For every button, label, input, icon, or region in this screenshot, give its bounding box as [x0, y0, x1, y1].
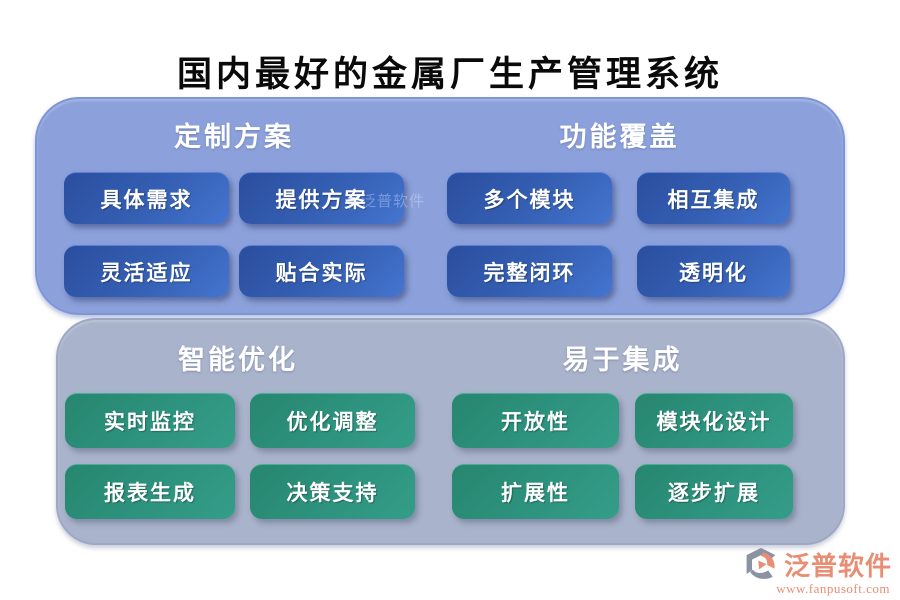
- feature-label-optimize-adjust: 优化调整: [250, 393, 415, 448]
- feature-label-multi-modules: 多个模块: [447, 172, 612, 224]
- page-title: 国内最好的金属厂生产管理系统: [176, 55, 723, 94]
- section-header-easy-integrate: 易于集成: [562, 345, 683, 375]
- section-header-custom-plan: 定制方案: [174, 122, 294, 152]
- feature-label-realtime-monitor: 实时监控: [65, 393, 235, 448]
- feature-label-decision-support: 决策支持: [250, 464, 415, 519]
- panel-bottom: 智能优化 易于集成 实时监控 优化调整 报表生成 决策支持 开放性 模块化设计 …: [56, 318, 845, 545]
- brand-name: 泛普软件: [783, 552, 892, 581]
- feature-label-fit-reality: 贴合实际: [239, 245, 404, 297]
- feature-label-transparency: 透明化: [637, 245, 790, 297]
- feature-label-flexible-adapt: 灵活适应: [64, 245, 229, 297]
- feature-label-gradual-expand: 逐步扩展: [635, 464, 793, 519]
- feature-label-modular-design: 模块化设计: [635, 393, 793, 448]
- feature-label-extensibility: 扩展性: [452, 464, 619, 519]
- brand-footer: 泛普软件 www.fanpusoft.com: [742, 546, 892, 597]
- feature-label-provide-solution: 提供方案: [239, 172, 404, 224]
- feature-label-closed-loop: 完整闭环: [447, 245, 612, 297]
- panel-top: 定制方案 功能覆盖 具体需求 提供方案 灵活适应 贴合实际 多个模块 相互集成 …: [35, 97, 845, 315]
- feature-label-specific-needs: 具体需求: [64, 172, 229, 224]
- fanpu-logo-icon: [746, 547, 776, 579]
- section-header-smart-optimize: 智能优化: [178, 345, 298, 375]
- feature-label-mutual-integrate: 相互集成: [637, 172, 790, 224]
- feature-label-report-generate: 报表生成: [65, 464, 235, 519]
- feature-label-openness: 开放性: [452, 393, 619, 448]
- brand-url: www.fanpusoft.com: [776, 581, 890, 596]
- section-header-function-coverage: 功能覆盖: [559, 122, 680, 152]
